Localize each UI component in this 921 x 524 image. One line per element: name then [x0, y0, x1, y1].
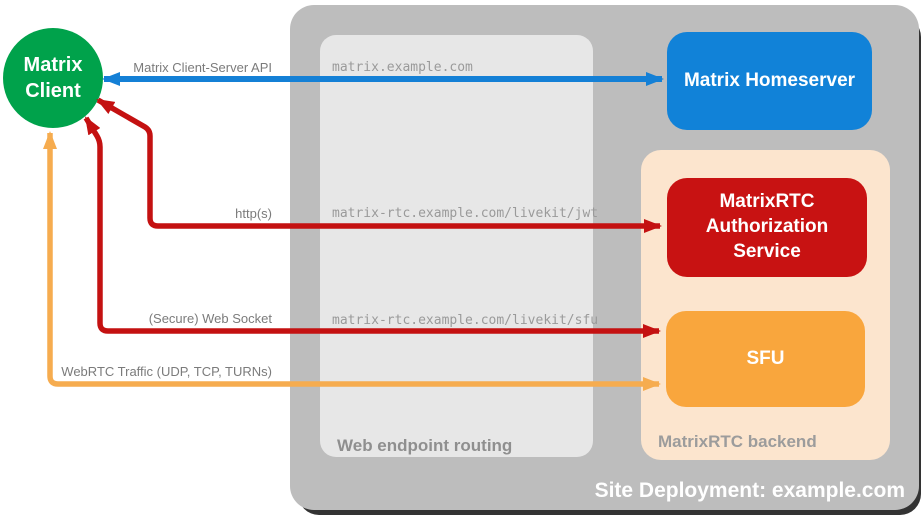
label-webrtc-traffic: WebRTC Traffic (UDP, TCP, TURNs): [61, 364, 272, 379]
matrix-homeserver-node: Matrix Homeserver: [667, 32, 872, 130]
matrix-client-label-line1: Matrix: [23, 54, 83, 76]
web-endpoint-routing-label: Web endpoint routing: [337, 436, 513, 455]
web-endpoint-routing-box: [320, 35, 593, 457]
label-https: http(s): [235, 206, 272, 221]
endpoint-livekit-jwt: matrix-rtc.example.com/livekit/jwt: [332, 206, 599, 221]
matrixrtc-backend-label: MatrixRTC backend: [658, 432, 817, 451]
endpoint-livekit-sfu: matrix-rtc.example.com/livekit/sfu: [332, 313, 599, 328]
matrixrtc-authorization-service-node: MatrixRTC Authorization Service: [667, 178, 867, 277]
label-matrix-client-server-api: Matrix Client-Server API: [133, 60, 272, 75]
sfu-node: SFU: [666, 311, 865, 407]
matrix-client-node: Matrix Client: [3, 28, 103, 128]
label-secure-web-socket: (Secure) Web Socket: [148, 311, 272, 326]
endpoint-matrix-example-com: matrix.example.com: [332, 60, 473, 75]
site-deployment-label: Site Deployment: example.com: [594, 479, 905, 502]
matrix-client-label-line2: Client: [25, 80, 81, 102]
